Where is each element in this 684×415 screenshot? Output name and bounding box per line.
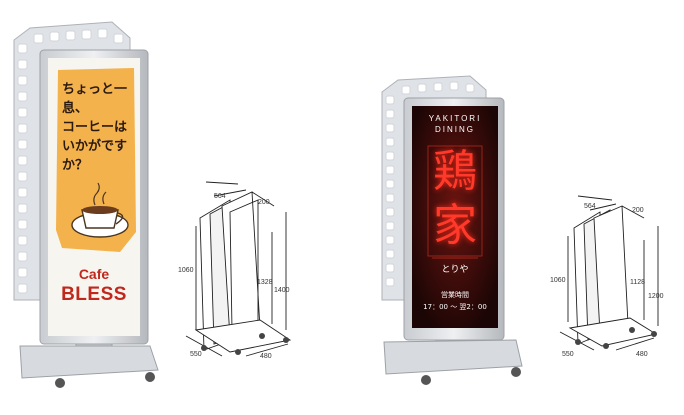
poster-line: コーヒーは <box>62 120 128 135</box>
left-dim-top-depth: 200 <box>258 199 270 206</box>
right-dim-width: 550 <box>562 351 574 358</box>
left-dim-depth: 480 <box>260 353 272 360</box>
right-hours: 17：00 ～ 翌2：00 <box>423 303 487 311</box>
right-led-dots <box>385 81 475 287</box>
right-dim-depth: 480 <box>636 351 648 358</box>
right-stand-base <box>383 339 523 375</box>
coffee-cup-icon <box>71 182 129 238</box>
poster-line: いかがですか？ <box>62 139 128 173</box>
right-dim-top-depth: 200 <box>632 207 644 214</box>
right-dim-panel-height: 1060 <box>550 277 566 284</box>
right-caster-icon <box>421 375 431 385</box>
left-dim-top-width: 564 <box>214 193 226 200</box>
left-stand-base <box>19 345 159 379</box>
poster-line: ちょっと一息、 <box>62 82 128 116</box>
left-led-dots <box>17 28 124 294</box>
right-kanji-top: 鶏 <box>433 146 477 197</box>
left-caster-icon <box>55 378 65 388</box>
left-brand-cafe: Cafe <box>78 266 110 282</box>
left-dim-body-height: 1328 <box>257 279 273 286</box>
right-dim-top-width: 564 <box>584 203 596 210</box>
right-header-line1: YAKITORI <box>428 114 482 123</box>
left-dim-total-height: 1400 <box>274 287 290 294</box>
left-dimension-drawing <box>185 181 292 357</box>
left-dim-panel-height: 1060 <box>178 267 194 274</box>
right-kanji-bottom: 家 <box>433 200 477 251</box>
left-dim-width: 550 <box>190 351 202 358</box>
right-dim-body-height: 1128 <box>630 279 645 286</box>
right-caster-icon <box>511 367 521 377</box>
right-dimension-drawing <box>559 195 659 351</box>
left-caster-icon <box>145 372 155 382</box>
right-header-line2: DINING <box>435 125 475 134</box>
right-dim-total-height: 1200 <box>648 293 664 300</box>
right-hours-label: 営業時間 <box>441 291 469 299</box>
left-brand-bless: BLESS <box>61 284 127 305</box>
right-neon-box <box>427 145 483 257</box>
left-poster-text: ちょっと一息、 コーヒーは いかがですか？ <box>62 80 138 175</box>
right-poster-area <box>412 106 498 328</box>
right-reading: とりや <box>441 265 469 275</box>
left-poster-orange <box>56 68 136 252</box>
